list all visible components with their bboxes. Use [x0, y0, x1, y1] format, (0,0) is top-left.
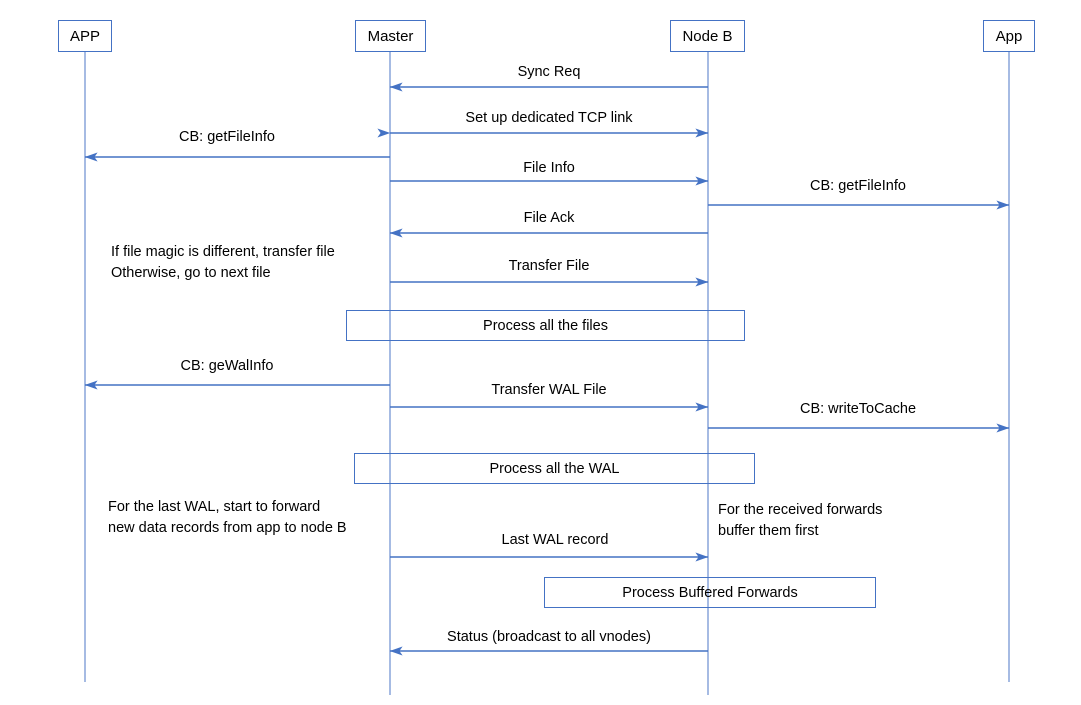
message-label-m7: Transfer File — [508, 258, 590, 274]
message-label-m6: File Ack — [523, 210, 575, 226]
message-label-m8: CB: geWalInfo — [180, 358, 274, 374]
frame-box-f3[interactable]: Process Buffered Forwards — [544, 577, 876, 608]
message-label-m12: Status (broadcast to all vnodes) — [447, 629, 651, 645]
message-label-m2: Set up dedicated TCP link — [465, 110, 633, 126]
message-label-m5: CB: getFileInfo — [810, 178, 906, 194]
message-label-m10: CB: writeToCache — [799, 401, 917, 417]
lifeline-header-app_left[interactable]: APP — [58, 20, 112, 52]
note-n3: For the received forwards buffer them fi… — [718, 502, 883, 539]
frame-label: Process Buffered Forwards — [622, 584, 798, 601]
note-n2: For the last WAL, start to forward new d… — [108, 499, 347, 536]
lifeline-label: APP — [69, 27, 100, 45]
lifeline-label: Master — [367, 27, 414, 45]
message-arrows-group — [84, 82, 1010, 656]
frame-box-f1[interactable]: Process all the files — [346, 310, 745, 341]
lifeline-label: Node B — [682, 27, 733, 45]
note-n1: If file magic is different, transfer fil… — [111, 244, 335, 281]
message-label-m1: Sync Req — [517, 64, 581, 80]
lifeline-header-node_b[interactable]: Node B — [670, 20, 745, 52]
message-label-m11: Last WAL record — [501, 532, 609, 548]
message-label-m3: CB: getFileInfo — [179, 129, 275, 145]
lifeline-header-app_right[interactable]: App — [983, 20, 1035, 52]
lifeline-header-master[interactable]: Master — [355, 20, 426, 52]
lifeline-label: App — [995, 27, 1023, 45]
message-label-m9: Transfer WAL File — [491, 382, 607, 398]
message-label-m4: File Info — [523, 160, 575, 176]
frame-label: Process all the WAL — [489, 460, 620, 477]
frame-label: Process all the files — [483, 317, 608, 334]
lifelines-group — [84, 52, 1010, 695]
frame-box-f2[interactable]: Process all the WAL — [354, 453, 755, 484]
